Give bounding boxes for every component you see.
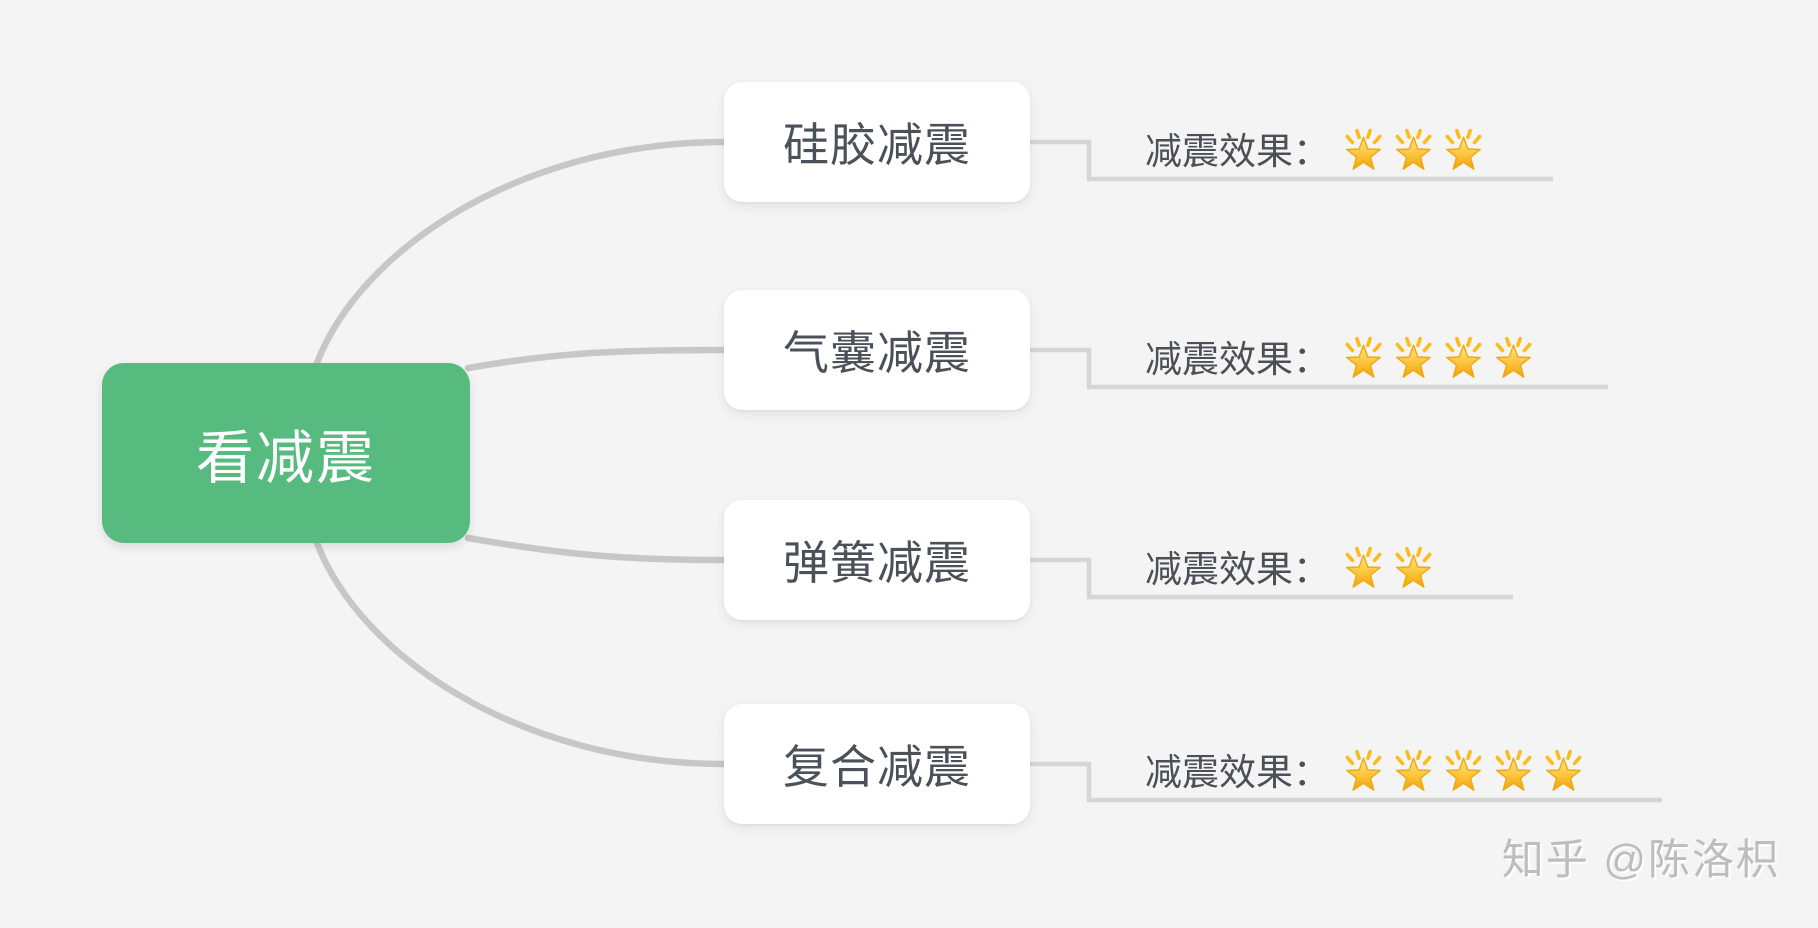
leaf-topic[interactable]: 减震效果： bbox=[1145, 737, 1587, 801]
watermark: 知乎 @陈洛枳 bbox=[1501, 836, 1780, 883]
glowing-star-icon bbox=[1395, 546, 1432, 588]
branch-node[interactable]: 复合减震 bbox=[724, 704, 1030, 824]
star-rating bbox=[1340, 333, 1537, 380]
branch-node-label: 硅胶减震 bbox=[783, 119, 971, 171]
glowing-star-icon bbox=[1345, 749, 1382, 791]
star-rating bbox=[1340, 543, 1437, 590]
leaf-topic[interactable]: 减震效果： bbox=[1145, 116, 1487, 180]
leaf-label: 减震效果： bbox=[1145, 131, 1330, 172]
branch-node-label: 弹簧减震 bbox=[783, 537, 971, 589]
star-rating bbox=[1340, 125, 1487, 172]
glowing-star-icon bbox=[1395, 128, 1432, 170]
glowing-star-icon bbox=[1345, 336, 1382, 378]
root-branch-curve-1 bbox=[313, 138, 728, 367]
leaf-label: 减震效果： bbox=[1145, 752, 1330, 793]
leaf-topic[interactable]: 减震效果： bbox=[1145, 324, 1537, 388]
branch-node[interactable]: 气囊减震 bbox=[724, 290, 1030, 410]
root-node-label: 看减震 bbox=[195, 426, 376, 491]
glowing-star-icon bbox=[1445, 749, 1482, 791]
root-branch-curve-4 bbox=[313, 539, 728, 768]
glowing-star-icon bbox=[1345, 546, 1382, 588]
leaf-label: 减震效果： bbox=[1145, 339, 1330, 380]
branch-node-label: 气囊减震 bbox=[783, 327, 971, 379]
root-branch-curve-3 bbox=[464, 534, 728, 564]
glowing-star-icon bbox=[1445, 128, 1482, 170]
glowing-star-icon bbox=[1545, 749, 1582, 791]
glowing-star-icon bbox=[1395, 336, 1432, 378]
branch-node[interactable]: 弹簧减震 bbox=[724, 500, 1030, 620]
glowing-star-icon bbox=[1495, 749, 1532, 791]
star-rating bbox=[1340, 746, 1587, 793]
glowing-star-icon bbox=[1395, 749, 1432, 791]
leaf-topic[interactable]: 减震效果： bbox=[1145, 534, 1437, 598]
leaf-label: 减震效果： bbox=[1145, 549, 1330, 590]
glowing-star-icon bbox=[1345, 128, 1382, 170]
branch-node[interactable]: 硅胶减震 bbox=[724, 82, 1030, 202]
glowing-star-icon bbox=[1495, 336, 1532, 378]
glowing-star-icon bbox=[1445, 336, 1482, 378]
root-branch-curve-2 bbox=[464, 346, 728, 372]
root-node[interactable]: 看减震 bbox=[102, 363, 470, 543]
branch-node-label: 复合减震 bbox=[783, 741, 971, 793]
